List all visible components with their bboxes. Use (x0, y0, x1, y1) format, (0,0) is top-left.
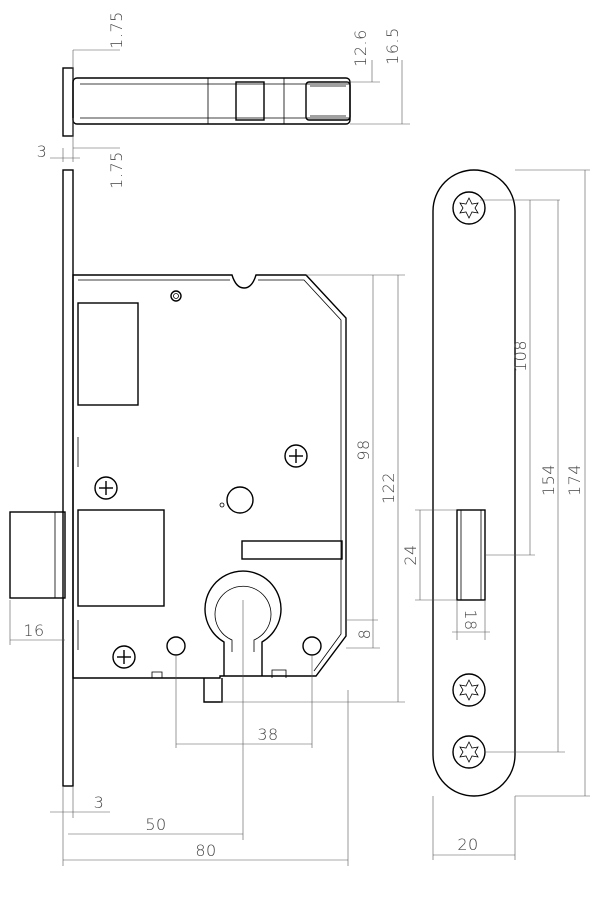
lock-front-view (9, 169, 347, 787)
fixing-hole-left (166, 636, 186, 656)
top-view-latch-end (305, 81, 351, 121)
top-view-case (72, 77, 351, 125)
lock-top-view (62, 67, 351, 137)
dim-98-label: 98 (354, 439, 373, 460)
latch-bolt (9, 511, 66, 599)
dim-154-label: 154 (539, 464, 558, 496)
screw-icon (94, 476, 118, 500)
upper-rect-cutout (77, 302, 139, 406)
latch-bolt-housing (77, 509, 165, 607)
screw-icon (112, 645, 136, 669)
dim-3-top-label: 3 (37, 142, 48, 161)
dim-122-label: 122 (379, 472, 398, 504)
dim-3-front-label: 3 (94, 793, 105, 812)
latch-window (456, 509, 486, 601)
strike-plate-dimensions (415, 169, 590, 860)
lock-case-body (72, 274, 347, 679)
dim-1-75-top-label: 1.75 (107, 11, 126, 49)
top-view-faceplate (62, 67, 74, 137)
bottom-tab (203, 678, 223, 703)
dim-174-label: 174 (565, 464, 584, 496)
dim-8-label: 8 (355, 629, 374, 640)
dim-16-label: 16 (23, 621, 44, 640)
cylinder-keyhole-icon (204, 570, 282, 660)
top-view-bolt-block (235, 81, 265, 121)
front-faceplate (62, 169, 74, 787)
strike-plate-outline (432, 169, 516, 797)
front-view-dimensions (9, 274, 405, 866)
dim-38-label: 38 (257, 725, 278, 744)
dim-16-5-label: 16.5 (383, 27, 402, 65)
small-hole (170, 290, 182, 302)
dim-80-label: 80 (195, 841, 216, 860)
top-view-dimensions (50, 49, 410, 162)
dim-24-label: 24 (401, 544, 420, 565)
dim-20-label: 20 (457, 835, 478, 854)
fixing-hole-right (302, 636, 322, 656)
dim-1-75-bottom-label: 1.75 (107, 151, 126, 189)
strike-plate (432, 169, 516, 797)
dim-108-label: 108 (511, 340, 530, 372)
follower-hole (226, 486, 254, 514)
dim-18-label: 18 (461, 609, 480, 630)
dim-12-6-label: 12.6 (351, 29, 370, 67)
screw-icon (284, 444, 308, 468)
torx-screw-icon (452, 191, 486, 225)
torx-screw-icon (452, 673, 486, 707)
torx-screw-icon (452, 735, 486, 769)
lever-slot (241, 540, 343, 560)
dim-50-label: 50 (145, 815, 166, 834)
